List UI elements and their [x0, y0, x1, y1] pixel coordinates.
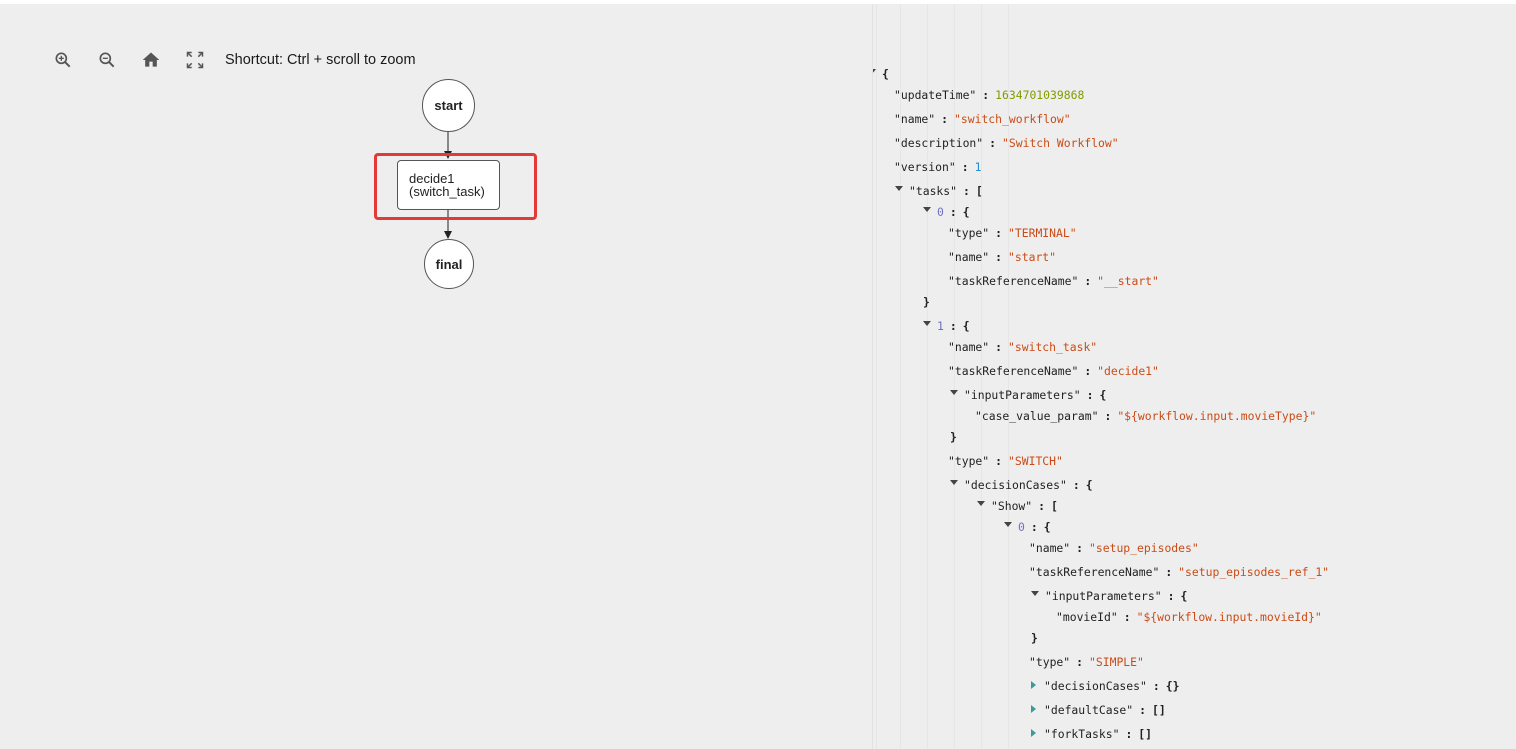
json-row-show0-forkTasks: "forkTasks":[]	[1031, 726, 1152, 742]
decide1-task-node[interactable]: decide1 (switch_task)	[397, 160, 500, 210]
json-row-show0-defaultCase: "defaultCase":[]	[1031, 702, 1166, 718]
graph-toolbar: Shortcut: Ctrl + scroll to zoom	[52, 48, 416, 72]
json-row-show0-decisionCases: "decisionCases":{}	[1031, 678, 1179, 694]
indent-guide	[927, 4, 928, 749]
home-button[interactable]	[140, 49, 162, 71]
json-row-case-value-param: "case_value_param":"${workflow.input.mov…	[975, 409, 1317, 423]
collapse-caret-icon[interactable]	[950, 480, 958, 485]
indent-guide	[876, 4, 877, 749]
zoom-in-icon	[55, 52, 71, 68]
start-node[interactable]: start	[422, 79, 475, 132]
zoom-shortcut-hint: Shortcut: Ctrl + scroll to zoom	[225, 52, 416, 68]
fullscreen-button[interactable]	[184, 49, 206, 71]
json-row-task1-ref: "taskReferenceName":"decide1"	[948, 364, 1159, 378]
json-close-task0: }	[923, 295, 930, 309]
expand-caret-icon[interactable]	[1031, 680, 1036, 689]
indent-guide	[1008, 4, 1009, 749]
json-row-show: "Show":[	[977, 498, 1058, 514]
collapse-caret-icon[interactable]	[923, 321, 931, 326]
graph-edges	[444, 131, 452, 239]
json-row-task1-name: "name":"switch_task"	[948, 340, 1098, 354]
zoom-in-button[interactable]	[52, 49, 74, 71]
final-node-label: final	[435, 256, 463, 272]
json-root: {	[873, 66, 889, 82]
collapse-caret-icon[interactable]	[873, 69, 876, 74]
indent-guide	[900, 4, 901, 749]
task-node-type: (switch_task)	[409, 184, 485, 199]
task-node-name: decide1	[409, 171, 455, 186]
collapse-caret-icon[interactable]	[1031, 591, 1039, 596]
json-row-task-1: 1:{	[923, 318, 970, 334]
final-node[interactable]: final	[424, 239, 474, 289]
json-row-tasks: "tasks":[	[895, 183, 983, 199]
json-close-inputParameters: }	[950, 430, 957, 444]
json-row-task0-name: "name":"start"	[948, 250, 1057, 264]
workflow-graph-panel: Shortcut: Ctrl + scroll to zoom start de…	[0, 4, 872, 749]
collapse-caret-icon[interactable]	[895, 186, 903, 191]
json-row-show0-inputParameters: "inputParameters":{	[1031, 588, 1187, 604]
start-node-label: start	[434, 98, 463, 113]
indent-guide	[981, 4, 982, 749]
collapse-caret-icon[interactable]	[977, 501, 985, 506]
fullscreen-icon	[186, 51, 204, 69]
workflow-json-viewer: { "updateTime":1634701039868 "name":"swi…	[872, 4, 1516, 749]
json-row-show0-ref: "taskReferenceName":"setup_episodes_ref_…	[1029, 565, 1330, 579]
collapse-caret-icon[interactable]	[923, 207, 931, 212]
json-row-show-0: 0:{	[1004, 519, 1051, 535]
expand-caret-icon[interactable]	[1031, 704, 1036, 713]
home-icon	[142, 52, 160, 67]
json-row-task1-decisionCases: "decisionCases":{	[950, 477, 1093, 493]
json-row-movieId: "movieId":"${workflow.input.movieId}"	[1056, 610, 1322, 624]
selected-node-highlight	[374, 153, 537, 220]
json-row-task0-type: "type":"TERMINAL"	[948, 226, 1077, 240]
json-row-task0-ref: "taskReferenceName":"__start"	[948, 274, 1159, 288]
expand-caret-icon[interactable]	[1031, 728, 1036, 737]
json-row-task1-inputParameters: "inputParameters":{	[950, 387, 1106, 403]
json-row-name: "name":"switch_workflow"	[894, 112, 1071, 126]
json-row-version: "version":1	[894, 160, 982, 174]
json-row-task1-type: "type":"SWITCH"	[948, 454, 1063, 468]
collapse-caret-icon[interactable]	[950, 390, 958, 395]
collapse-caret-icon[interactable]	[1004, 522, 1012, 527]
zoom-out-button[interactable]	[96, 49, 118, 71]
json-row-description: "description":"Switch Workflow"	[894, 136, 1119, 150]
top-bar	[0, 0, 1516, 4]
json-row-task-0: 0:{	[923, 204, 970, 220]
zoom-out-icon	[99, 52, 115, 68]
json-row-show0-name: "name":"setup_episodes"	[1029, 541, 1199, 555]
indent-guide	[954, 4, 955, 749]
json-row-updateTime: "updateTime":1634701039868	[894, 88, 1085, 102]
json-close-show0-inputParameters: }	[1031, 631, 1038, 645]
json-row-show0-type: "type":"SIMPLE"	[1029, 655, 1144, 669]
